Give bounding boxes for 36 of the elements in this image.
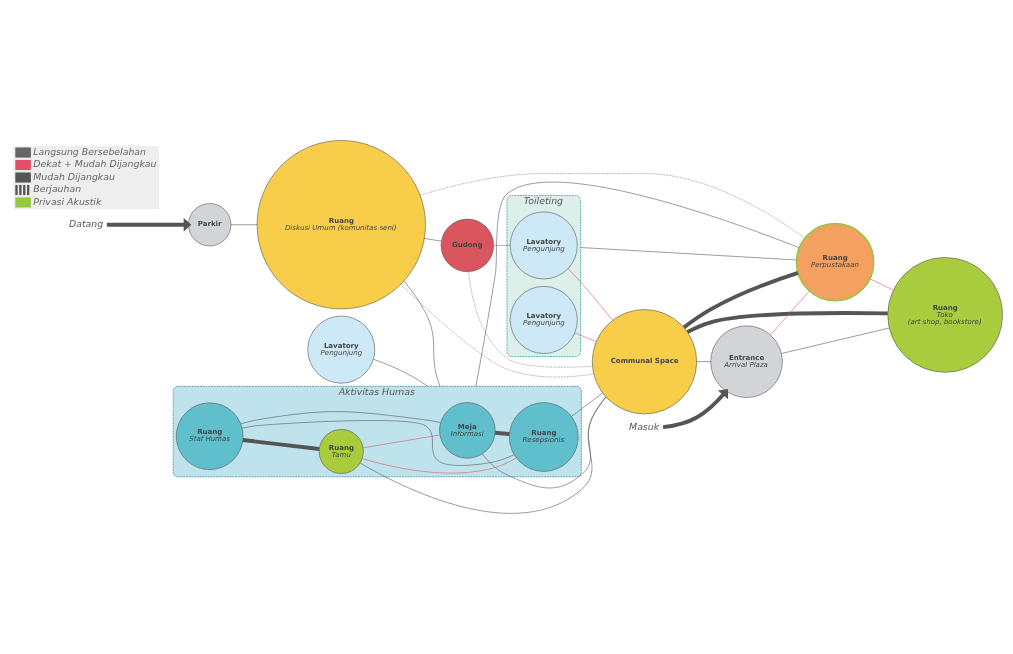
connector — [682, 271, 799, 329]
connector — [240, 411, 441, 425]
connector — [781, 327, 890, 354]
connector — [361, 457, 517, 474]
connector — [403, 280, 441, 387]
connector — [475, 181, 800, 387]
connector — [495, 430, 510, 436]
connector — [571, 392, 603, 417]
connector — [580, 247, 797, 261]
legend-label: Berjauhan — [33, 183, 82, 195]
node-text: Datang — [68, 217, 104, 229]
node-text: Masuk — [629, 421, 660, 433]
legend-label: Dekat + Mudah Dijangkau — [33, 158, 157, 170]
legend-label: Langsung Bersebelahan — [33, 145, 147, 157]
connector — [468, 271, 593, 368]
connector — [359, 396, 607, 514]
legend-label: Mudah Dijangkau — [33, 170, 115, 182]
connector — [869, 278, 894, 291]
connector — [424, 238, 442, 242]
connector — [362, 434, 441, 449]
connector — [400, 284, 594, 378]
connector — [230, 224, 258, 225]
arrow — [662, 389, 729, 430]
connector — [373, 359, 428, 387]
connector — [482, 396, 607, 489]
legend-label: Privasi Akustik — [33, 195, 102, 207]
connector — [241, 420, 515, 466]
arrow — [106, 218, 192, 232]
connector — [493, 245, 511, 246]
connector — [574, 332, 597, 342]
connector — [419, 173, 805, 239]
connector — [567, 268, 613, 321]
connector — [770, 290, 810, 336]
connector — [686, 311, 888, 334]
connector — [696, 361, 711, 362]
connector — [242, 438, 320, 451]
